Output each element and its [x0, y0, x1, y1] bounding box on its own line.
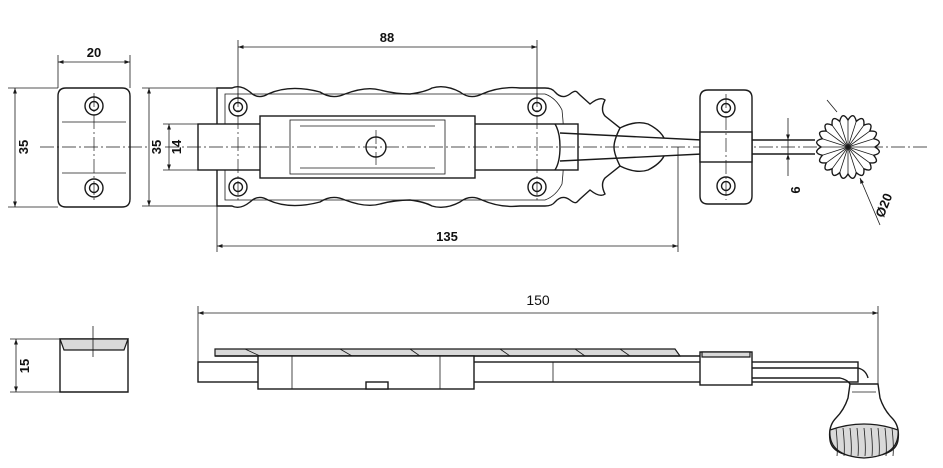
knob-rosette-rib: [847, 146, 871, 164]
knob-side-rib: [835, 427, 838, 457]
keeper-width-label: 20: [87, 45, 101, 60]
knob-rosette-rib: [847, 138, 874, 148]
knob-rosette-rib: [822, 146, 849, 156]
overall-length-label: 150: [526, 292, 550, 308]
hole-spacing-label: 88: [380, 30, 394, 45]
rod-diameter-label: 6: [788, 186, 803, 193]
knob-side-rib: [891, 427, 894, 457]
bolt-height-label: 14: [169, 139, 184, 154]
keeper-height-label: 35: [16, 140, 31, 154]
dimension-rod-diameter: 6: [786, 118, 803, 194]
knob-rosette-rib: [847, 146, 874, 156]
plate-height-label: 35: [149, 140, 164, 154]
knob-side-rib: [849, 427, 852, 457]
dimension-keeper-depth: 15: [10, 338, 60, 393]
knob-side-rib: [877, 427, 880, 457]
dimension-overall-length: 150: [197, 292, 879, 384]
strike-bracket-top-view: [699, 89, 815, 205]
knob-rosette-rib: [847, 146, 865, 170]
knob-rosette-rib: [839, 121, 849, 148]
knob-rosette-rib: [831, 124, 849, 148]
plate-length-label: 135: [436, 229, 458, 244]
knob-rosette-top-view: [815, 114, 881, 180]
knob-rosette-rib: [825, 146, 849, 164]
knob-rosette-rib: [822, 138, 849, 148]
knob-rosette-rib: [847, 130, 871, 148]
dimension-plate-length: 135: [216, 147, 679, 252]
keeper-depth-label: 15: [17, 359, 32, 373]
base-plate-top-view: [165, 85, 930, 209]
knob-side-rib: [870, 427, 873, 457]
knob-side-rib: [884, 427, 887, 457]
knob-rosette-rib: [847, 146, 857, 173]
dimension-keeper-width: 20: [57, 45, 131, 88]
knob-side-rib: [863, 427, 866, 457]
knob-rosette-rib: [831, 146, 849, 170]
dimension-hole-spacing: 88: [237, 30, 538, 98]
keeper-top-view: [40, 87, 150, 208]
bolt-assembly-side-view: [197, 348, 900, 459]
dimension-plate-height: 35: [142, 87, 217, 207]
knob-side-rib: [842, 427, 845, 457]
knob-diameter-label: Ø20: [872, 191, 895, 219]
knob-rosette-rib: [839, 146, 849, 173]
dimension-bolt-height: 14: [163, 123, 198, 171]
keeper-side-view: [59, 326, 129, 393]
knob-rosette-rib: [847, 121, 857, 148]
knob-side-rib: [856, 427, 859, 457]
knob-rosette-rib: [847, 124, 865, 148]
knob-rosette-rib: [825, 130, 849, 148]
dimension-keeper-height: 35: [8, 87, 58, 208]
